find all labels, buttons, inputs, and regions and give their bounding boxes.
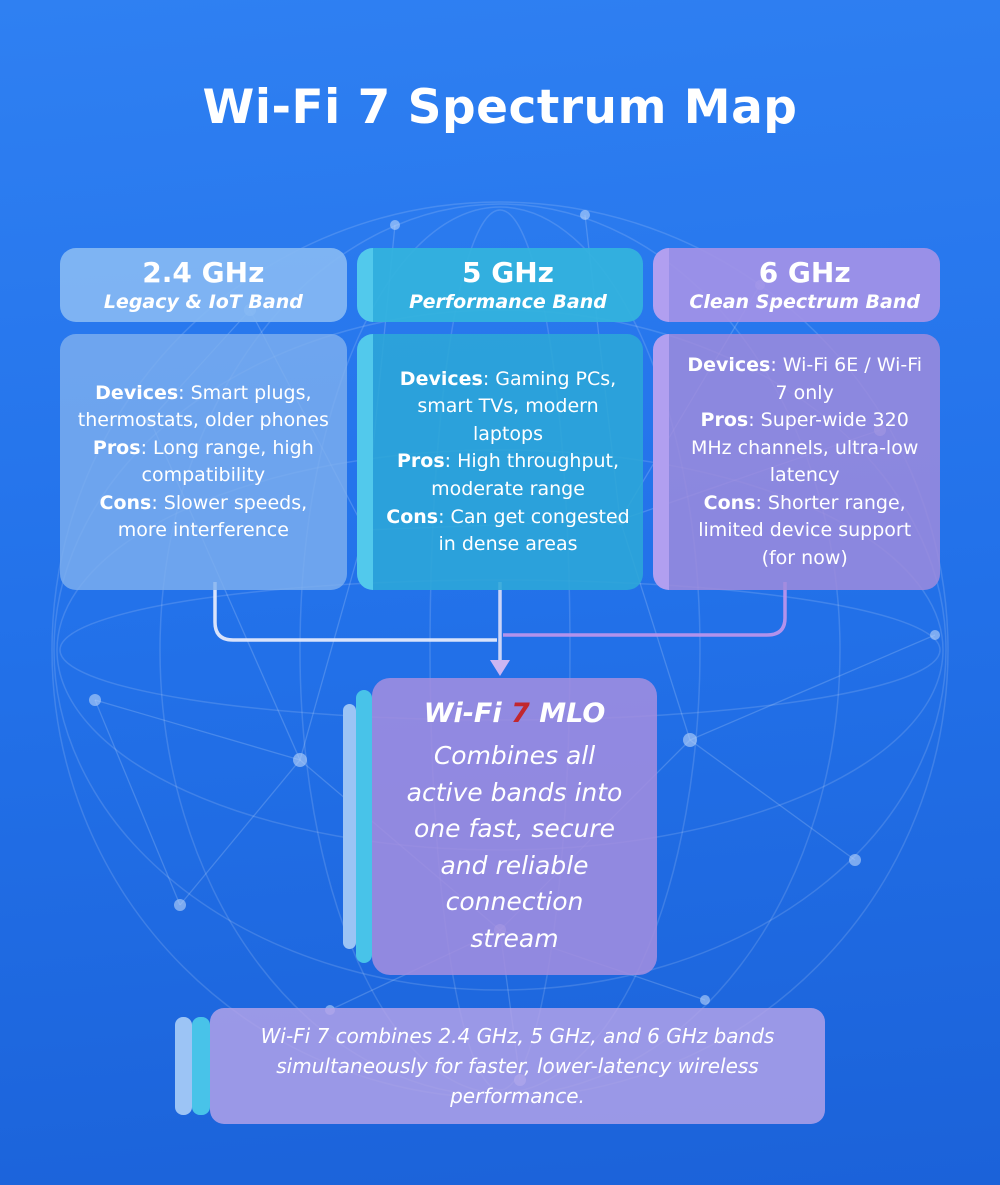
band-details-text: Devices: Gaming PCs, smart TVs, modern l… <box>385 366 632 559</box>
mlo-title-seven: 7 <box>511 698 530 729</box>
devices-value: : Wi-Fi 6E / Wi-Fi 7 only <box>770 354 923 404</box>
pros-label: Pros <box>92 436 141 459</box>
accent-strip-cyan <box>356 690 372 964</box>
pros-label: Pros <box>396 450 445 473</box>
devices-segment: Devices: Gaming PCs, smart TVs, modern l… <box>385 366 632 449</box>
footer-summary-text: Wi-Fi 7 combines 2.4 GHz, 5 GHz, and 6 G… <box>260 1024 775 1108</box>
pros-value: : Super-wide 320 MHz channels, ultra-low… <box>690 409 919 487</box>
devices-segment: Devices: Smart plugs, thermostats, older… <box>72 380 335 435</box>
footer-card-group: Wi-Fi 7 combines 2.4 GHz, 5 GHz, and 6 G… <box>175 1008 825 1124</box>
devices-value: : Smart plugs, thermostats, older phones <box>77 381 329 432</box>
pros-label: Pros <box>700 409 749 432</box>
mlo-title-prefix: Wi-Fi <box>423 698 512 729</box>
accent-strip-blue <box>343 704 356 950</box>
devices-label: Devices <box>687 354 771 376</box>
cons-value: : Can get congested in dense areas <box>438 505 630 556</box>
accent-strip-cyan <box>192 1017 210 1115</box>
pros-value: : Long range, high compatibility <box>140 436 314 487</box>
band-details-text: Devices: Smart plugs, thermostats, older… <box>72 380 335 545</box>
connector-6ghz <box>503 582 787 637</box>
band-header-5-ghz: 5 GHz Performance Band <box>356 248 644 322</box>
pros-value: : High throughput, moderate range <box>431 450 620 500</box>
band-details-card: Devices: Wi-Fi 6E / Wi-Fi 7 only Pros: S… <box>653 334 941 591</box>
band-column-6-ghz: 6 GHz Clean Spectrum Band Devices: Wi-Fi… <box>653 248 941 591</box>
cons-value: : Shorter range, limited device support … <box>698 491 912 569</box>
cons-segment: Cons: Slower speeds, more interference <box>72 490 335 545</box>
cons-value: : Slower speeds, more interference <box>117 491 308 542</box>
devices-label: Devices <box>95 381 179 404</box>
arrowhead-icon <box>490 660 510 676</box>
devices-segment: Devices: Wi-Fi 6E / Wi-Fi 7 only <box>681 352 928 407</box>
band-header-2-4-ghz: 2.4 GHz Legacy & IoT Band <box>60 248 347 322</box>
band-frequency: 5 GHz <box>462 256 554 290</box>
connector-24ghz <box>213 582 497 642</box>
spectrum-columns: 2.4 GHz Legacy & IoT Band Devices: Smart… <box>60 248 941 591</box>
band-frequency: 2.4 GHz <box>142 256 265 290</box>
devices-label: Devices <box>399 367 483 390</box>
pros-segment: Pros: High throughput, moderate range <box>385 448 632 503</box>
mlo-title: Wi-Fi 7 MLO <box>405 696 624 732</box>
mlo-title-suffix: MLO <box>529 698 606 729</box>
mlo-description: Combines all active bands into one fast,… <box>406 741 623 953</box>
band-column-5-ghz: 5 GHz Performance Band Devices: Gaming P… <box>356 248 644 591</box>
pros-segment: Pros: Long range, high compatibility <box>72 435 335 490</box>
mlo-card: Wi-Fi 7 MLO Combines all active bands in… <box>372 678 657 976</box>
cons-label: Cons <box>703 491 756 514</box>
band-frequency: 6 GHz <box>758 256 851 290</box>
devices-value: : Gaming PCs, smart TVs, modern laptops <box>417 367 617 445</box>
band-header-6-ghz: 6 GHz Clean Spectrum Band <box>653 248 941 322</box>
mlo-card-group: Wi-Fi 7 MLO Combines all active bands in… <box>343 678 657 976</box>
band-details-card: Devices: Smart plugs, thermostats, older… <box>60 334 347 591</box>
band-subtitle: Performance Band <box>409 291 607 314</box>
band-subtitle: Legacy & IoT Band <box>103 291 303 314</box>
band-subtitle: Clean Spectrum Band <box>689 291 920 314</box>
band-column-2-4-ghz: 2.4 GHz Legacy & IoT Band Devices: Smart… <box>60 248 347 591</box>
page-title: Wi-Fi 7 Spectrum Map <box>202 80 798 135</box>
cons-segment: Cons: Shorter range, limited device supp… <box>681 490 928 573</box>
accent-strip-blue <box>175 1017 192 1115</box>
band-details-card: Devices: Gaming PCs, smart TVs, modern l… <box>356 334 644 591</box>
pros-segment: Pros: Super-wide 320 MHz channels, ultra… <box>681 407 928 490</box>
cons-label: Cons <box>386 505 439 528</box>
footer-card: Wi-Fi 7 combines 2.4 GHz, 5 GHz, and 6 G… <box>210 1008 825 1124</box>
cons-segment: Cons: Can get congested in dense areas <box>385 504 632 559</box>
cons-label: Cons <box>99 491 152 514</box>
band-details-text: Devices: Wi-Fi 6E / Wi-Fi 7 only Pros: S… <box>681 352 928 572</box>
